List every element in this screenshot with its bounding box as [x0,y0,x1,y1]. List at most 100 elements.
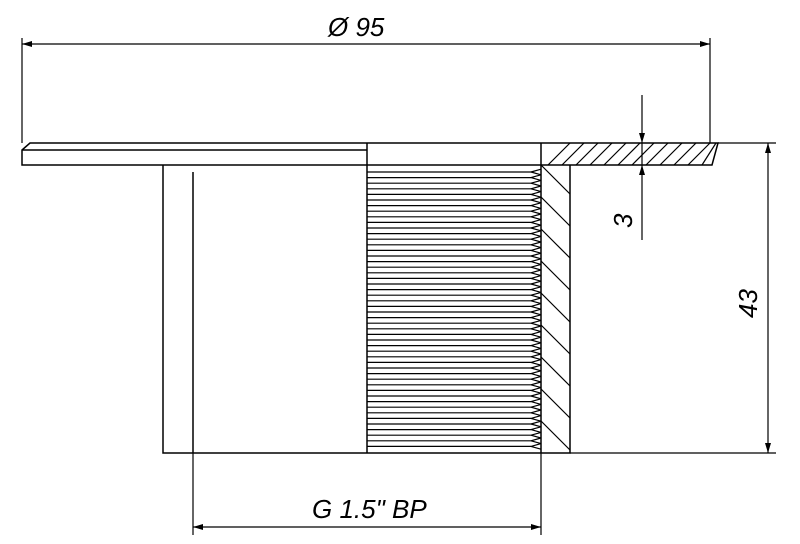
thread-tooth [530,289,542,293]
thread-tooth [530,445,542,450]
thread-tooth [530,179,542,184]
thread-tooth [530,227,542,232]
hatch-line [540,260,571,291]
thread-tooth [530,314,542,319]
thread-tooth [530,191,542,195]
hatch-line [617,142,641,166]
thread-tooth [530,384,542,389]
height-dimension: 43 [570,142,776,454]
thread-tooth [530,277,542,282]
hatch-line [540,388,571,419]
thread-tooth [530,373,542,377]
thread-tooth [530,238,542,243]
thread-tooth [530,291,542,296]
thread-tooth [530,356,542,361]
thread-tooth [530,202,542,207]
thread-tooth [530,392,542,397]
thread-tooth [530,224,542,229]
thread-tooth [530,409,542,414]
hatch-line [659,142,683,166]
thread-tooth [530,378,542,383]
thread-tooth [530,431,542,436]
thread-tooth [530,331,542,335]
thread-tooth [530,241,542,246]
thread-tooth [530,398,542,403]
thread-tooth [530,381,542,386]
hatch-line [603,142,627,166]
thread-tooth [530,269,542,274]
hatch-line [540,356,571,387]
thread-tooth [530,233,542,237]
thread-tooth [530,342,542,347]
thickness-dimension: 3 [608,95,645,240]
thickness-label: 3 [608,213,638,228]
thread-tooth [530,322,542,327]
thread-tooth [530,294,542,299]
hatch-line [575,142,599,166]
thread-tooth [530,443,542,447]
thread-tooth [530,339,542,344]
thread-dimension: G 1.5" BP [192,453,542,535]
thread-tooth [530,210,542,215]
thread-tooth [530,389,542,394]
thread-tooth [530,266,542,271]
thread-tooth [530,370,542,375]
thread-tooth [530,347,542,352]
hatch-line [687,142,711,166]
hatch-line [540,228,571,259]
thread-tooth [530,261,542,265]
thread-tooth [530,364,542,369]
thread-tooth [530,350,542,355]
thread-tooth [530,319,542,324]
thread-tooth [530,333,542,338]
thread-tooth [530,361,542,366]
thread-tooth [530,406,542,411]
thread-tooth [530,415,542,419]
thread-tooth [530,205,542,209]
thread-tooth [530,305,542,310]
thread-tooth [530,437,542,442]
thread-tooth [530,303,542,307]
diameter-dimension: Ø 95 [21,12,711,143]
thread-tooth [530,325,542,330]
thread-tooth [530,300,542,305]
thread-tooth [530,345,542,349]
thread-tooth [530,367,542,372]
thread-tooth [530,375,542,380]
thread-tooth [530,280,542,285]
hatch-line [540,324,571,355]
hatch-line [540,292,571,323]
hatch-line [540,420,571,451]
hatch-line [631,142,655,166]
thread-tooth [530,255,542,260]
thread-tooth [530,359,542,363]
thread-tooth [530,423,542,428]
thread-tooth [530,171,542,176]
thread-tooth [530,297,542,302]
hatch-line [547,142,571,166]
thread-tooth [530,353,542,358]
diameter-label: Ø 95 [327,12,385,42]
thread-tooth [530,420,542,425]
flange [21,142,719,166]
thread-tooth [530,252,542,257]
thread-tooth [530,247,542,251]
thread-tooth [530,263,542,268]
thread-tooth [530,272,542,277]
thread-tooth [530,387,542,391]
thread-tooth [530,286,542,291]
thread-tooth [530,258,542,263]
thread-tooth [530,235,542,240]
thread-tooth [530,417,542,422]
thread-tooth [530,426,542,431]
thread-tooth [530,429,542,433]
thread-tooth [530,401,542,405]
thread-tooth [530,219,542,223]
thread-tooth [530,249,542,254]
thread-tooth [530,308,542,313]
thread-tooth [530,182,542,187]
thread-lines [367,168,542,450]
thread-tooth [530,221,542,226]
thread-tooth [530,395,542,400]
thread-tooth [530,174,542,179]
